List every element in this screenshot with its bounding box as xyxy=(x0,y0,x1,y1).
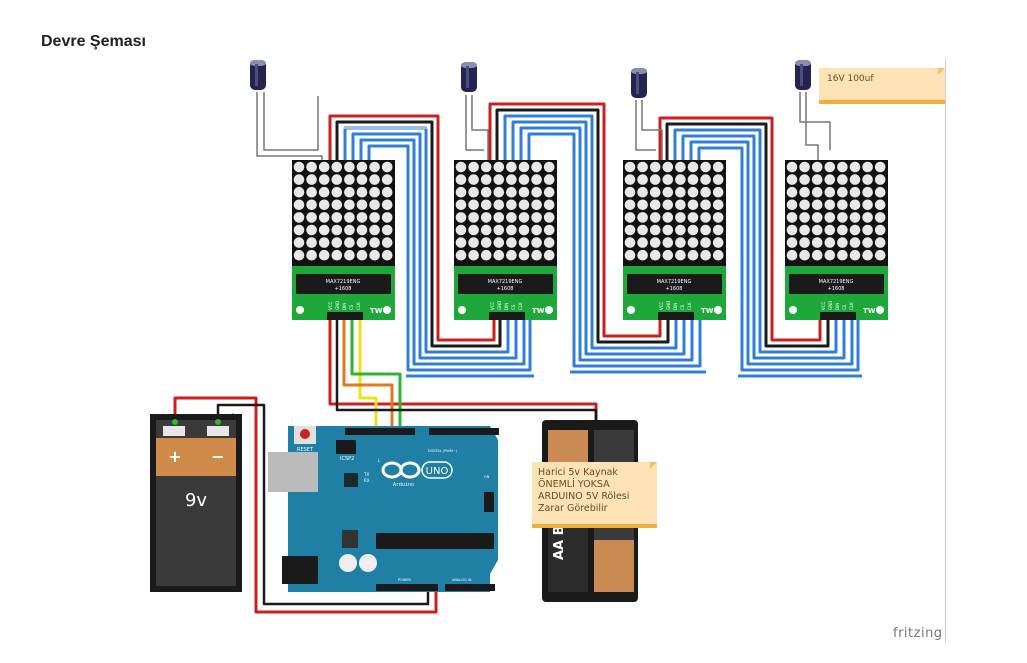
wire-black-m1 xyxy=(335,120,502,348)
capacitor-3 xyxy=(631,68,647,98)
note-capacitor-text: 16V 100uf xyxy=(827,74,874,84)
svg-text:VCC: VCC xyxy=(821,301,826,310)
svg-text:CS: CS xyxy=(511,304,516,310)
svg-text:RESET: RESET xyxy=(297,447,314,453)
wire-red-m3 xyxy=(658,116,822,342)
svg-text:ON: ON xyxy=(484,475,490,479)
svg-text:CS: CS xyxy=(680,304,685,310)
cap-lead-4 xyxy=(799,92,831,160)
wire-red-m2 xyxy=(488,102,662,338)
battery-voltage-label: 9v xyxy=(185,490,207,511)
wire-blue2-m2 xyxy=(511,120,686,356)
svg-text:GND: GND xyxy=(666,301,671,310)
svg-text:+1608: +1608 xyxy=(497,286,514,292)
svg-text:TW: TW xyxy=(370,307,383,315)
svg-text:GND: GND xyxy=(335,301,340,310)
wire-blue3-m3 xyxy=(689,140,854,366)
battery-plus-label: + xyxy=(168,447,181,466)
battery-9v: + − 9v xyxy=(150,414,242,592)
svg-text:POWER: POWER xyxy=(398,578,412,582)
wire-black-m3 xyxy=(665,122,830,348)
capacitor-2 xyxy=(461,62,477,92)
svg-text:TW: TW xyxy=(532,307,545,315)
wire-clk-arduino xyxy=(350,320,402,432)
wire-blue1-m1 xyxy=(343,126,510,354)
capacitor-4 xyxy=(795,60,811,90)
wire-black-m2 xyxy=(495,108,670,344)
svg-text:CLK: CLK xyxy=(518,302,523,310)
svg-text:DIN: DIN xyxy=(342,303,347,310)
wire-blue4-m3 xyxy=(697,146,860,372)
wire-blue-extra-m1 xyxy=(367,144,532,372)
wire-gnd-arduino xyxy=(335,320,372,412)
svg-text:VCC: VCC xyxy=(659,301,664,310)
note-capacitor: 16V 100uf xyxy=(819,68,945,104)
svg-text:ICSP2: ICSP2 xyxy=(340,456,354,462)
note-psu-line: Zarar Görebilir xyxy=(538,503,608,514)
svg-text:GND: GND xyxy=(497,301,502,310)
svg-text:DIGITAL (PWM~): DIGITAL (PWM~) xyxy=(428,449,458,453)
svg-text:TW: TW xyxy=(701,307,714,315)
svg-text:GND: GND xyxy=(828,301,833,310)
wire-red-m1 xyxy=(328,114,496,342)
wire-din-arduino xyxy=(358,320,378,432)
note-psu-line: ÖNEMLİ YOKSA xyxy=(538,479,610,490)
battery-minus-label: − xyxy=(211,447,224,466)
cap-lead-1 xyxy=(256,92,323,160)
svg-text:DIN: DIN xyxy=(504,303,509,310)
svg-text:MAX7219ENG: MAX7219ENG xyxy=(819,279,854,285)
wire-blue4-m2 xyxy=(527,132,702,368)
svg-text:+1608: +1608 xyxy=(335,286,352,292)
note-power-supply: Harici 5v Kaynak ÖNEMLİ YOKSA ARDUINO 5V… xyxy=(532,462,657,528)
svg-text:+1608: +1608 xyxy=(666,286,683,292)
svg-text:CLK: CLK xyxy=(356,302,361,310)
cap-lead-3 xyxy=(635,100,663,160)
svg-text:TW: TW xyxy=(863,307,876,315)
wire-blue3-m2 xyxy=(519,126,694,362)
svg-text:DIN: DIN xyxy=(835,303,840,310)
cap-lead-2 xyxy=(465,95,489,160)
note-psu-line: Harici 5v Kaynak xyxy=(538,467,618,478)
svg-text:L: L xyxy=(378,458,381,463)
arduino-uno: RESET ICSP2 L TX RX UNO Arduino DIGITAL … xyxy=(268,426,499,592)
wire-blue3-m1 xyxy=(359,138,526,366)
page-title: Devre Şeması xyxy=(41,33,146,50)
fritzing-watermark: fritzing xyxy=(893,626,943,641)
svg-text:CS: CS xyxy=(842,304,847,310)
svg-text:CS: CS xyxy=(349,304,354,310)
svg-text:MAX7219ENG: MAX7219ENG xyxy=(326,279,361,285)
wire-9v-minus xyxy=(216,403,430,606)
note-psu-line: ARDUINO 5V Rölesi xyxy=(538,491,630,502)
svg-text:AA B: AA B xyxy=(552,525,567,560)
svg-text:MAX7219ENG: MAX7219ENG xyxy=(657,279,692,285)
svg-text:VCC: VCC xyxy=(490,301,495,310)
arduino-uno-logo: UNO xyxy=(426,466,449,477)
svg-text:MAX7219ENG: MAX7219ENG xyxy=(488,279,523,285)
wiring xyxy=(173,92,862,614)
svg-text:+1608: +1608 xyxy=(828,286,845,292)
svg-text:Arduino: Arduino xyxy=(393,482,414,488)
svg-text:CLK: CLK xyxy=(687,302,692,310)
svg-text:DIN: DIN xyxy=(673,303,678,310)
wire-cs-arduino xyxy=(342,320,394,432)
diagram-frame-edge xyxy=(945,58,946,643)
wire-9v-plus xyxy=(173,396,438,614)
wire-blue1-m3 xyxy=(673,128,838,354)
svg-text:CLK: CLK xyxy=(849,302,854,310)
svg-text:VCC: VCC xyxy=(328,301,333,310)
wire-blue1-m2 xyxy=(503,114,678,350)
capacitor-1 xyxy=(250,60,266,90)
wire-blue2-m3 xyxy=(681,134,846,360)
svg-text:TX: TX xyxy=(363,472,369,477)
svg-text:ANALOG IN: ANALOG IN xyxy=(452,578,472,582)
wire-black-psu xyxy=(372,408,598,424)
wire-blue2-m1 xyxy=(351,132,518,360)
svg-text:RX: RX xyxy=(364,478,370,483)
